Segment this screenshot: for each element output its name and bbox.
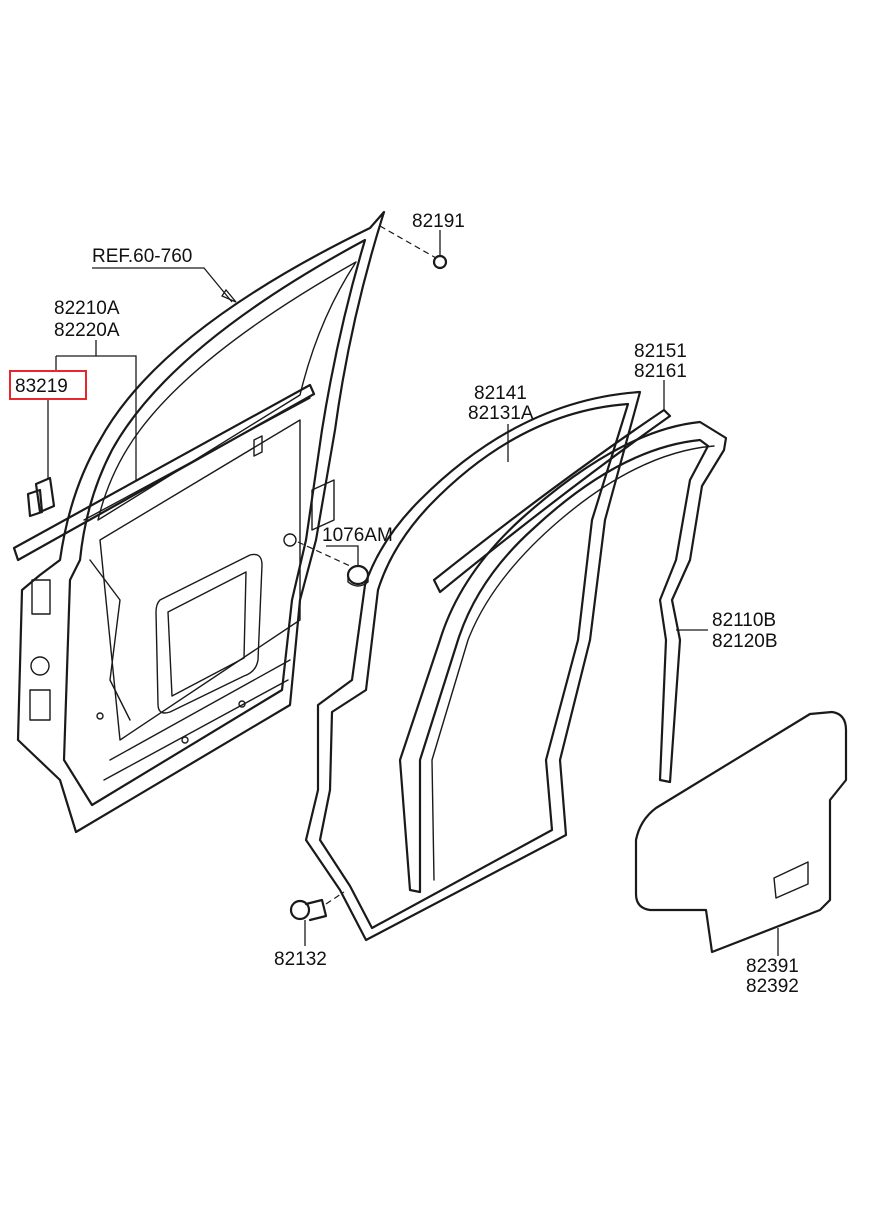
label-82110b[interactable]: 82110B [712, 610, 776, 631]
label-1076am[interactable]: 1076AM [322, 525, 393, 546]
weatherstrip-82110b [398, 420, 728, 894]
label-82391[interactable]: 82391 [746, 956, 799, 977]
weatherstrip-82141 [304, 390, 642, 942]
label-82132[interactable]: 82132 [274, 949, 327, 970]
highlight-box [9, 370, 87, 400]
leader-lines [47, 225, 779, 956]
label-82220a[interactable]: 82220A [54, 320, 120, 341]
door-panel-assembly [12, 210, 386, 834]
label-82161[interactable]: 82161 [634, 361, 687, 382]
label-82151[interactable]: 82151 [634, 341, 687, 362]
label-83219[interactable]: 83219 [15, 376, 68, 397]
label-82131a[interactable]: 82131A [468, 403, 534, 424]
glass-run-82151 [432, 408, 672, 594]
clip-82132 [289, 898, 328, 922]
label-82120b[interactable]: 82120B [712, 631, 778, 652]
trim-panel-82391 [634, 710, 848, 954]
label-82392[interactable]: 82392 [746, 976, 799, 997]
clip-83219 [26, 476, 56, 518]
label-ref[interactable]: REF.60-760 [92, 246, 192, 267]
callout-labels: REF.60-760 82191 82210A 82220A 83219 821… [9, 211, 799, 997]
label-82191[interactable]: 82191 [412, 211, 465, 232]
label-82141[interactable]: 82141 [474, 383, 527, 404]
label-82210a[interactable]: 82210A [54, 298, 120, 319]
